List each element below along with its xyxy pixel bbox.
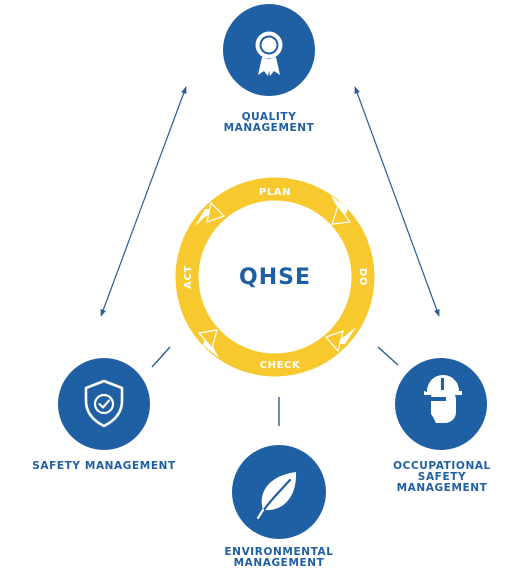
- safety-label: SAFETY MANAGEMENT: [10, 461, 198, 472]
- quality-node: [223, 4, 315, 96]
- safety-node: [58, 358, 150, 450]
- occupational-label: OCCUPATIONAL SAFETY MANAGEMENT: [378, 461, 506, 494]
- occupational-label-line-2: SAFETY: [417, 471, 467, 483]
- safety-label-line-1: SAFETY MANAGEMENT: [32, 460, 176, 472]
- environmental-label: ENVIRONMENTAL MANAGEMENT: [200, 547, 358, 569]
- environmental-label-line-2: MANAGEMENT: [233, 557, 325, 569]
- shield-check-icon: [84, 379, 124, 428]
- quality-label: QUALITY MANAGEMENT: [195, 112, 343, 134]
- environmental-node: [232, 445, 326, 539]
- cycle-ring: [175, 177, 375, 377]
- cycle-label-do: DO: [357, 268, 368, 286]
- occupational-node: [395, 358, 487, 450]
- cycle-label-plan: PLAN: [259, 187, 291, 198]
- hard-hat-worker-icon: [424, 375, 462, 423]
- cycle-label-act: ACT: [183, 265, 194, 289]
- connector-safety: [151, 346, 171, 368]
- safety-circle: [58, 358, 150, 450]
- pdca-cycle: PLAN CHECK DO ACT QHSE: [175, 177, 375, 377]
- environmental-label-line-1: ENVIRONMENTAL: [224, 546, 334, 558]
- leaf-icon: [256, 472, 297, 520]
- award-ribbon-icon: [255, 31, 283, 76]
- arrow-quality-occupational: [354, 86, 440, 317]
- center-title: QHSE: [239, 265, 311, 290]
- cycle-label-check: CHECK: [260, 360, 301, 371]
- quality-label-line-2: MANAGEMENT: [223, 122, 315, 134]
- arrow-quality-safety: [100, 86, 187, 317]
- occupational-label-line-3: MANAGEMENT: [396, 482, 488, 494]
- quality-label-line-1: QUALITY: [241, 111, 297, 123]
- occupational-label-line-1: OCCUPATIONAL: [393, 460, 491, 472]
- connector-occupational: [377, 346, 399, 366]
